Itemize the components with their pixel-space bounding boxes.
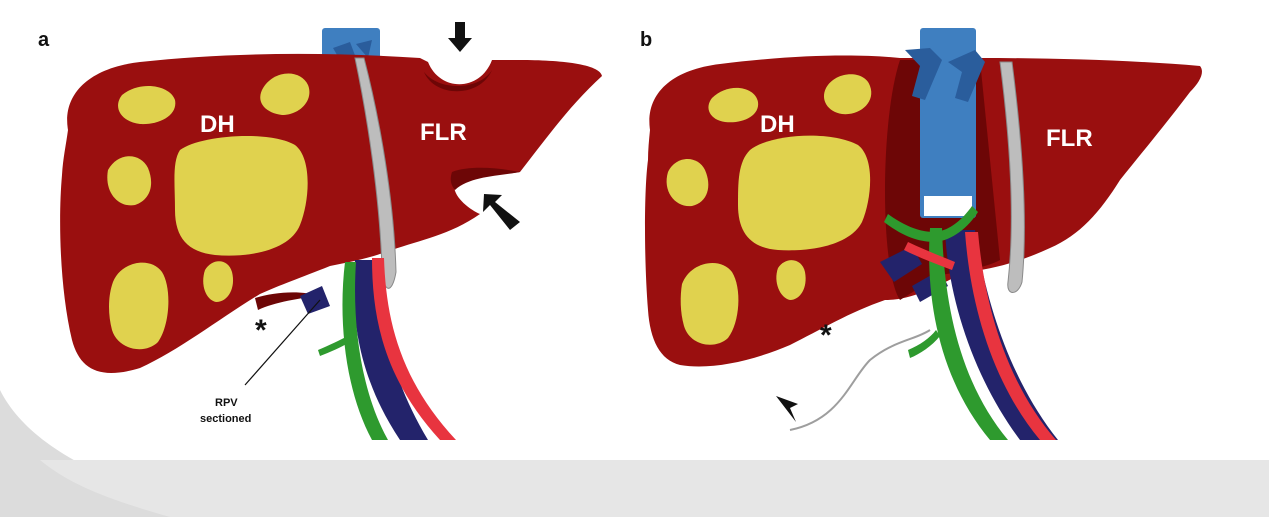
panel-a-lesion	[260, 73, 310, 115]
background-swoosh-bottom	[40, 460, 1269, 517]
panel-b-lesion	[823, 74, 872, 115]
panel-a-lesion	[107, 156, 152, 206]
panel-a-dh-label: DH	[200, 111, 235, 138]
panel-a-pointer-line	[244, 299, 321, 386]
panel-b-arrowhead	[776, 396, 798, 422]
panel-b-ligament	[999, 61, 1025, 293]
panel-b-bile-duct-branch	[908, 330, 940, 358]
panel-b-lesion	[666, 158, 709, 207]
panel-b-bile-duct	[929, 228, 1008, 440]
panel-a-flr-label: FLR	[420, 119, 467, 146]
panel-a-lesion	[109, 262, 169, 350]
panel-b-flr-label: FLR	[1046, 125, 1093, 152]
panel-a-lesion	[203, 261, 234, 302]
panel-b-hepatic-veins	[905, 48, 985, 102]
panel-a-annotation-line1: RPV	[215, 397, 238, 409]
panel-b-dh-label: DH	[760, 111, 795, 138]
panel-a-letter: a	[38, 29, 50, 51]
panel-a-lesion	[174, 135, 308, 256]
panel-b-lesion	[680, 262, 739, 345]
panel-a-bile-duct	[342, 262, 388, 440]
panel-b-vena-cava-gap	[924, 196, 972, 216]
panel-a: a DH FLR * RPV sectioned	[38, 22, 603, 440]
panel-b-artery-branch	[904, 242, 955, 270]
panel-b-bile-duct-top	[884, 206, 978, 242]
panel-a-annotation-line2: sectioned	[200, 413, 251, 425]
panel-a-portal-vein	[353, 260, 428, 440]
panel-a-down-arrow	[448, 22, 472, 52]
panel-a-notch-top	[424, 70, 492, 92]
panel-a-artery	[372, 258, 456, 440]
panel-a-ligament	[354, 57, 397, 289]
panel-a-lesion	[118, 85, 176, 125]
panel-b-lesion	[776, 260, 806, 300]
panel-b-lesion	[708, 87, 759, 123]
panel-a-portal-vein-branch	[300, 286, 330, 314]
panel-b: b DH FLR *	[640, 28, 1202, 440]
panel-b-letter: b	[640, 29, 652, 51]
panel-a-bile-duct-branch	[318, 336, 350, 356]
panel-b-artery	[965, 232, 1056, 440]
panel-b-lesion	[738, 135, 871, 251]
panel-a-left-arrow	[483, 194, 520, 230]
panel-a-liver	[60, 53, 603, 373]
panel-b-asterisk: *	[820, 319, 832, 352]
panel-a-asterisk: *	[255, 314, 267, 347]
background-swoosh	[0, 390, 260, 517]
panel-b-catheter	[789, 329, 931, 431]
panel-a-notch-right	[450, 167, 520, 190]
